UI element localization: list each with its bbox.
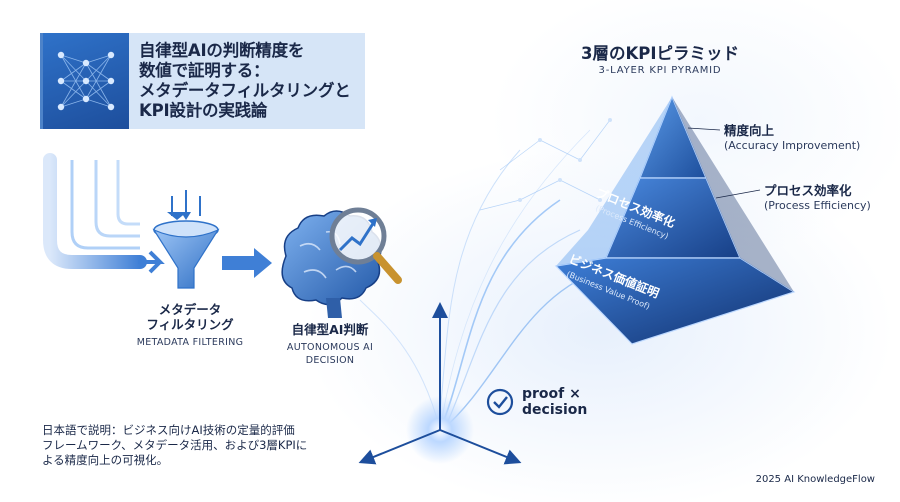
funnel-icon (152, 190, 220, 289)
kpi-pyramid: プロセス効率化 (Process Efficiency) ビジネス価値証明 (B… (554, 95, 796, 345)
decision-label-en: AUTONOMOUS AI DECISION (286, 342, 374, 366)
decision-label: 自律型AI判断 AUTONOMOUS AI DECISION (270, 322, 390, 367)
tier-label-accuracy: 精度向上 (Accuracy Improvement) (724, 120, 860, 152)
proof-decision-label: proof × decision (522, 386, 588, 418)
origin-burst (358, 302, 522, 465)
magnifier-chart-icon (329, 207, 402, 284)
filter-label-jp: メタデータ フィルタリング (146, 302, 234, 332)
tier-label-accuracy-jp: 精度向上 (724, 123, 775, 138)
tier-label-process-jp: プロセス効率化 (764, 183, 852, 198)
tier-label-process-side: プロセス効率化 (Process Efficiency) (764, 180, 871, 212)
filter-label-en: METADATA FILTERING (136, 337, 244, 348)
decision-label-jp: 自律型AI判断 (291, 322, 369, 337)
title-box: 自律型AIの判断精度を 数値で証明する： メタデータフィルタリングと KPI設計… (40, 33, 365, 129)
pyramid-subtitle: 3-LAYER KPI PYRAMID (598, 65, 722, 76)
pyramid-title: 3層のKPIピラミッド (581, 44, 739, 63)
tier-label-accuracy-en: (Accuracy Improvement) (724, 139, 861, 152)
checkmark-icon (486, 388, 514, 416)
caption-text: 日本語で説明：ビジネス向けAI技術の定量的評価 フレームワーク、メタデータ活用、… (42, 423, 308, 467)
page-title: 自律型AIの判断精度を 数値で証明する： メタデータフィルタリングと KPI設計… (139, 41, 351, 120)
data-streams-icon (43, 153, 165, 274)
filter-label: メタデータ フィルタリング METADATA FILTERING (110, 302, 270, 349)
neural-network-icon (43, 33, 129, 129)
footer-credit: 2025 AI KnowledgeFlow (755, 474, 875, 485)
arrow-right-icon (222, 248, 272, 278)
tier-label-process-en: (Process Efficiency) (764, 199, 871, 212)
